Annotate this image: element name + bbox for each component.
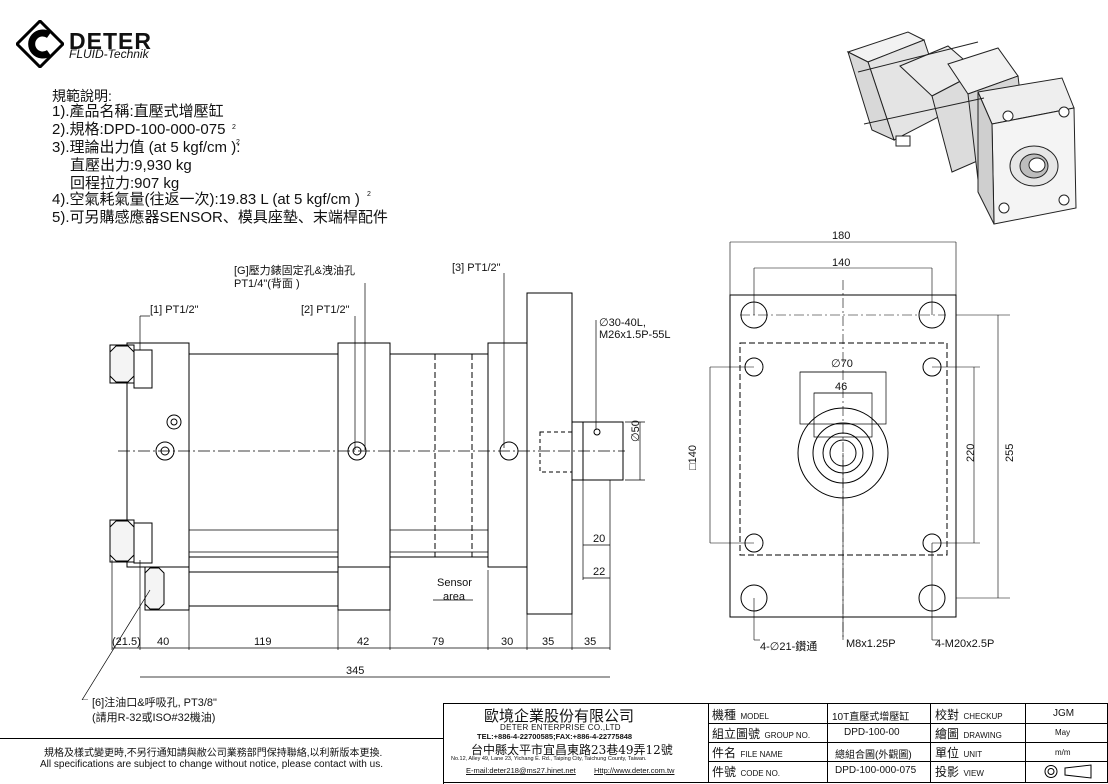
brand-subtitle: FLUID-Technik <box>69 47 149 61</box>
notice-box: 規格及樣式變更時,不另行通知請與敝公司業務部門保持聯絡,以利新版本更換. All… <box>0 738 444 784</box>
group-value: DPD-100-00 <box>844 727 900 738</box>
callout-rod-dia: ∅30-40L, <box>599 317 646 329</box>
dim-label: 119 <box>254 636 272 648</box>
dim-label: 35 <box>542 636 555 648</box>
dim-label: (21.5) <box>112 636 141 648</box>
file-value: 總組合圖(外觀圖) <box>835 750 912 761</box>
dim-label: 79 <box>432 636 445 648</box>
checkup-value: JGM <box>1053 708 1075 719</box>
spec-line: 5).可另購感應器SENSOR、模具座墊、末端桿配件 <box>52 209 388 226</box>
dim-140: 140 <box>832 257 851 269</box>
callout-oil-port: [6]注油口&呼吸孔, PT3/8" <box>92 697 217 709</box>
superscript: 2 <box>236 139 240 146</box>
spec-title: 規範說明: <box>52 88 112 104</box>
spec-line: 3).理論出力值 (at 5 kgf/cm ): <box>52 139 241 156</box>
code-value: DPD-100-000-075 <box>835 765 917 776</box>
dim-255: 255 <box>1004 443 1016 462</box>
company-website: Http://www.deter.com.tw <box>594 766 675 775</box>
superscript: 2 <box>367 191 371 198</box>
callout-g-port: [G]壓力錶固定孔&洩油孔 <box>234 265 356 277</box>
dim-total-length: 345 <box>346 665 365 677</box>
dim-label: 30 <box>501 636 514 648</box>
dim-sq140: □140 <box>687 445 699 470</box>
company-address-en: No.12, Alley 49, Lane 23, Yichang E. Rd.… <box>451 756 647 762</box>
sensor-label: Sensor <box>437 577 472 589</box>
dim-46: 46 <box>835 381 848 393</box>
dim-label: 42 <box>357 636 370 648</box>
unit-value: m/m <box>1055 748 1071 757</box>
holes-label: 4-∅21-鑽通 <box>760 641 818 653</box>
callout-g-port-thread: PT1/4"(背面 ) <box>234 278 300 290</box>
title-row-checkup: 校對 CHECKUP <box>935 708 1003 722</box>
projection-symbol-icon <box>1044 764 1092 779</box>
front-view-drawing <box>709 241 1010 641</box>
side-view-drawing <box>81 273 645 700</box>
dim-phi50: ∅50 <box>630 420 642 442</box>
company-address-cn: 台中縣太平市宜昌東路23巷49弄12號 <box>471 743 673 757</box>
isometric-view <box>846 31 1077 225</box>
dim-label: 20 <box>593 533 606 545</box>
spec-line: 1).產品名稱:直壓式增壓缸 <box>52 103 224 120</box>
dim-phi70: ∅70 <box>831 358 853 370</box>
notice-en: All specifications are subject to change… <box>40 759 383 770</box>
spec-line: 4).空氣耗氣量(往返一次):19.83 L (at 5 kgf/cm ) <box>52 191 360 208</box>
sensor-label-2: area <box>443 591 466 603</box>
title-block: 歐境企業股份有限公司 DETER ENTERPRISE CO.,LTD TEL:… <box>443 703 1108 783</box>
dim-180: 180 <box>832 230 851 242</box>
dim-label: 40 <box>157 636 170 648</box>
superscript: 2 <box>232 124 236 131</box>
model-value: 10T直壓式增壓缸 <box>832 712 910 723</box>
center-thread-label: M8x1.25P <box>846 638 896 650</box>
title-row-group: 組立圖號 GROUP NO. <box>712 727 811 741</box>
deter-logo-icon <box>16 20 64 68</box>
mount-thread-label: 4-M20x2.5P <box>935 638 995 650</box>
drawing-value: May <box>1055 728 1071 737</box>
title-row-view: 投影 VIEW <box>935 765 984 779</box>
title-block-table: 機種 MODEL 10T直壓式增壓缸 校對 CHECKUP JGM 組立圖號 G… <box>708 704 1108 782</box>
dim-label: 35 <box>584 636 597 648</box>
brand-name: DETER <box>69 28 152 54</box>
callout-port-2: [2] PT1/2" <box>301 304 350 316</box>
title-row-model: 機種 MODEL <box>712 708 769 722</box>
company-tel: TEL:+886-4-22700585;FAX:+886-4-22775848 <box>477 732 633 741</box>
spec-line: 直壓出力:9,930 kg <box>70 157 192 174</box>
notice-cn: 規格及樣式變更時,不另行通知請與敝公司業務部門保持聯絡,以利新版本更換. <box>44 748 383 759</box>
callout-port-3: [3] PT1/2" <box>452 262 501 274</box>
title-row-unit: 單位 UNIT <box>935 746 983 760</box>
company-name-en: DETER ENTERPRISE CO.,LTD <box>500 723 621 732</box>
spec-line: 2).規格:DPD-100-000-075 <box>52 121 226 138</box>
spec-line: 回程拉力:907 kg <box>70 175 180 192</box>
title-row-code: 件號 CODE NO. <box>712 765 781 779</box>
dim-label: 22 <box>593 566 606 578</box>
title-row-file: 件名 FILE NAME <box>712 746 783 760</box>
dim-220: 220 <box>965 443 977 462</box>
title-row-drawing: 繪圖 DRAWING <box>935 727 1002 741</box>
callout-oil-note: (請用R-32或ISO#32機油) <box>92 712 216 724</box>
company-name-cn: 歐境企業股份有限公司 <box>484 707 635 725</box>
callout-port-1: [1] PT1/2" <box>150 304 199 316</box>
company-email: E-mail:deter218@ms27.hinet.net <box>466 766 576 775</box>
callout-rod-thread: M26x1.5P-55L <box>599 329 671 341</box>
